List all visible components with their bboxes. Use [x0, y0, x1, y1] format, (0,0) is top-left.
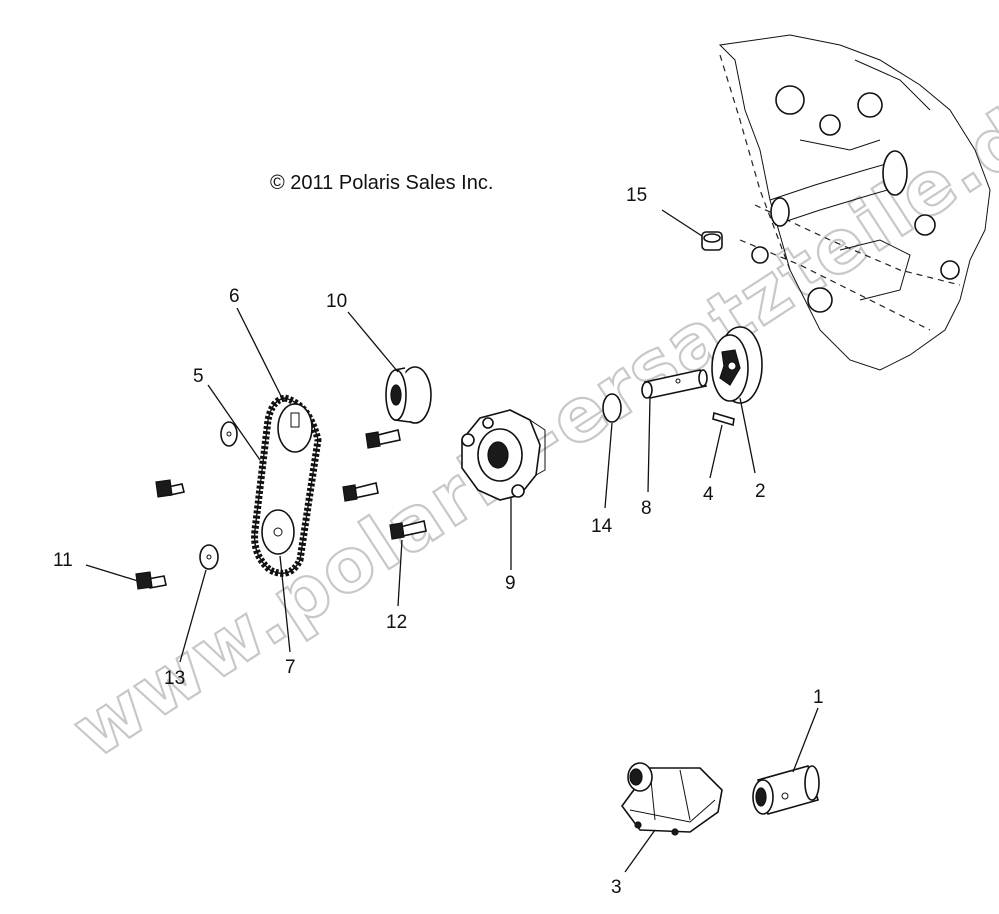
part-9-pump-housing	[461, 409, 546, 501]
part-3-oil-pickup	[621, 762, 723, 836]
callout-7: 7	[285, 657, 296, 678]
part-15-bushing	[701, 231, 723, 251]
part-12-bolts	[342, 429, 427, 540]
part-14-ring	[602, 393, 622, 423]
part-4-pin	[712, 411, 735, 427]
bolt-left-upper	[155, 479, 185, 498]
part-13-washer	[199, 544, 219, 570]
part-1-sleeve	[752, 765, 820, 815]
callout-5: 5	[193, 366, 204, 387]
part-2-pump-rotor	[711, 326, 763, 404]
callout-13: 13	[164, 668, 185, 689]
part-11-bolt	[135, 571, 167, 590]
callout-11: 11	[53, 550, 73, 571]
copyright-notice: © 2011 Polaris Sales Inc.	[270, 172, 493, 194]
callout-labels: 1 2 3 4 5 6 7 8 9 10 11 12 13 14 15	[53, 185, 824, 898]
callout-15: 15	[626, 185, 647, 206]
callout-4: 4	[703, 484, 714, 505]
callout-14: 14	[591, 516, 613, 537]
part-5-washer	[220, 421, 238, 447]
callout-10: 10	[326, 291, 347, 312]
part-6-7-chain-and-sprockets	[251, 394, 322, 577]
callout-12: 12	[386, 612, 407, 633]
callout-2: 2	[755, 481, 766, 502]
callout-9: 9	[505, 573, 516, 594]
callout-1: 1	[813, 687, 824, 708]
part-10-spacer	[385, 366, 432, 424]
part-8-shaft	[641, 369, 708, 399]
callout-6: 6	[229, 286, 240, 307]
leader-lines	[85, 209, 819, 873]
callout-3: 3	[611, 877, 622, 898]
engine-case	[718, 34, 991, 371]
callout-8: 8	[641, 498, 652, 519]
